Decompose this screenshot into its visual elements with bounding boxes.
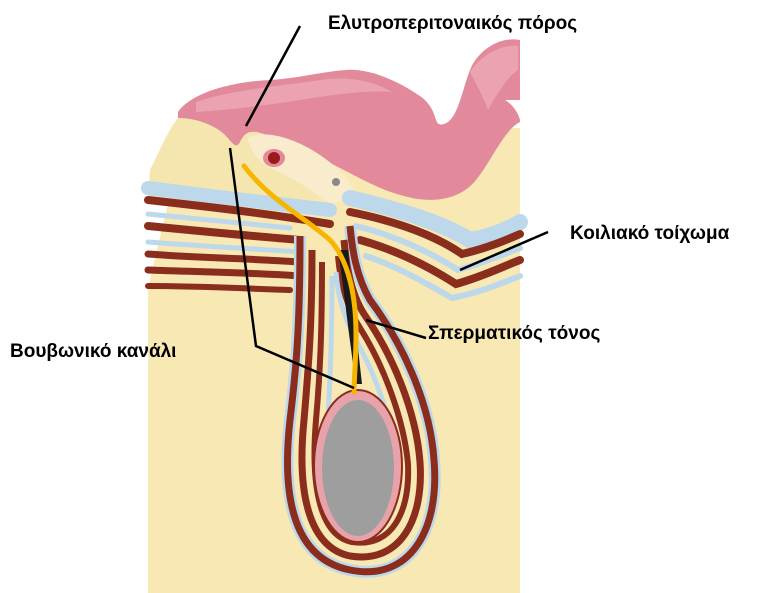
label-spermatic-cord: Σπερματικός τόνος bbox=[428, 324, 600, 343]
vessel-large-core bbox=[268, 152, 280, 164]
label-abdominal-wall: Κοιλιακό τοίχωμα bbox=[570, 224, 729, 243]
label-processus-vaginalis: Ελυτροπεριτοναικός πόρος bbox=[328, 14, 577, 33]
testis bbox=[322, 400, 394, 536]
label-inguinal-canal: Βουβωνικό κανάλι bbox=[10, 342, 176, 361]
vessel-small bbox=[332, 178, 340, 186]
